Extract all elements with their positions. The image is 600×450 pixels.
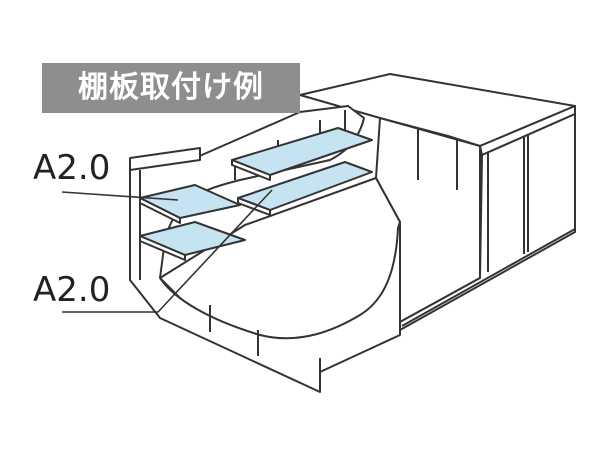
title-badge: 棚板取付け例 — [42, 63, 300, 113]
shelf-upper-right-edge — [231, 159, 271, 181]
leader-line-lower — [62, 189, 273, 313]
shelf-lower-left-edge — [139, 235, 186, 261]
shelf-upper-left-edge — [139, 197, 181, 224]
label-lower-shelf: A2.0 — [33, 270, 111, 310]
title-text: 棚板取付け例 — [78, 70, 264, 105]
label-upper-shelf: A2.0 — [33, 148, 111, 188]
front-wall-section — [129, 105, 401, 393]
shelf-lower-right-edge — [237, 197, 271, 216]
leader-line-upper — [61, 191, 179, 201]
door-rail — [401, 228, 576, 327]
front-top-edge — [129, 147, 201, 171]
